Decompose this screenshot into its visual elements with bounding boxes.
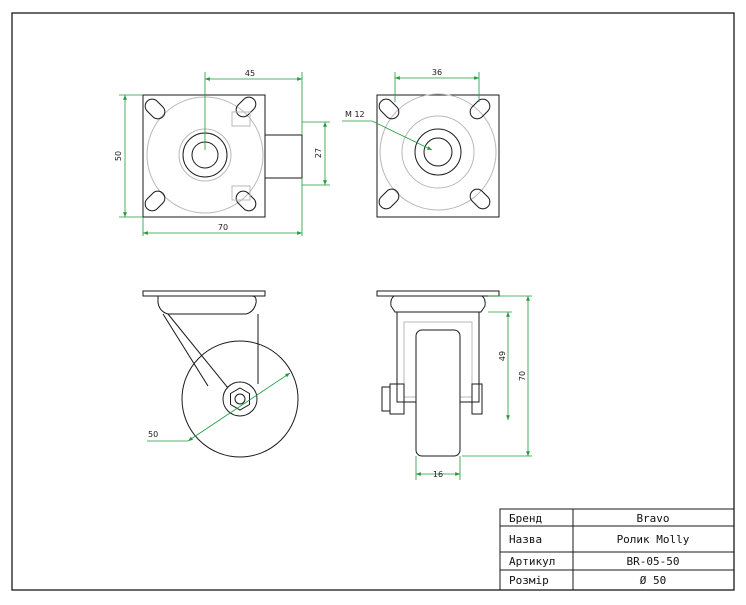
wheel-diameter-dimension (147, 372, 291, 442)
sheet-border (11, 12, 735, 591)
title-block-label-name: Назва (509, 533, 542, 546)
side-view-left (142, 290, 299, 458)
dim-70-vertical: 70 (518, 371, 527, 381)
title-block-value-article: BR-05-50 (627, 555, 680, 568)
right-side-dimensions (415, 295, 532, 480)
dim-36: 36 (432, 68, 442, 77)
side-view-right (376, 290, 500, 457)
dim-49: 49 (498, 351, 507, 361)
right-view-dimensions (342, 72, 480, 151)
title-block-value-brand: Bravo (636, 512, 669, 525)
title-block-value-name: Ролик Molly (617, 533, 690, 546)
title-block-label-size: Розмір (509, 574, 549, 587)
title-block (499, 508, 735, 591)
dim-27: 27 (314, 148, 323, 158)
dim-50-diameter: 50 (148, 430, 158, 439)
title-block-label-article: Артикул (509, 555, 555, 568)
top-view-right (376, 93, 500, 218)
dim-70-horizontal: 70 (218, 223, 228, 232)
title-block-label-brand: Бренд (509, 512, 542, 525)
top-view-left (142, 94, 303, 218)
top-view-dimensions (119, 72, 330, 236)
thread-m12-label: M 12 (345, 110, 365, 119)
dim-16: 16 (433, 470, 443, 479)
title-block-value-size: Ø 50 (640, 574, 667, 587)
dim-45: 45 (245, 69, 255, 78)
dim-50-vertical: 50 (114, 151, 123, 161)
